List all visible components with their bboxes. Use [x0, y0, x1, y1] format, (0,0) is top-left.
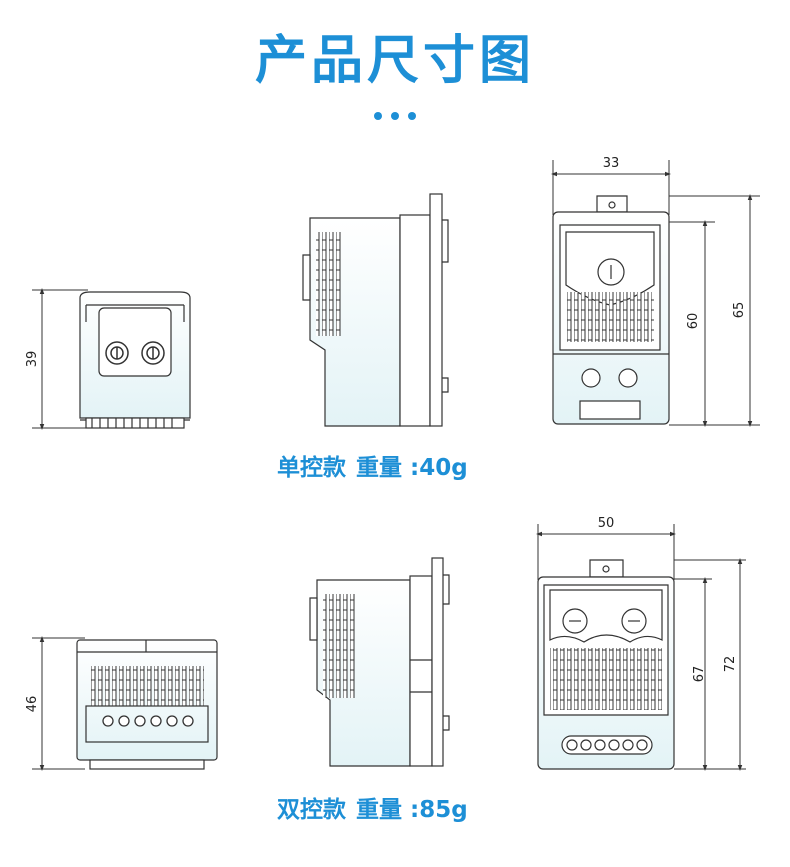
- double-control-name: 双控款: [277, 797, 346, 823]
- single-back-dim-lines: [551, 160, 760, 427]
- single-control-weight: 重量 :40g: [356, 455, 468, 481]
- single-front-dim-line: [32, 288, 88, 430]
- single-dim-width-top: 33: [603, 156, 620, 171]
- double-control-weight: 重量 :85g: [356, 797, 468, 823]
- single-dim-height-outer: 65: [732, 302, 747, 319]
- single-back-view: [552, 195, 670, 425]
- title-decoration: [372, 112, 418, 124]
- double-front-holes: [102, 715, 194, 727]
- double-back-dim-lines: [536, 524, 746, 771]
- single-front-knobs: [105, 341, 165, 365]
- double-control-caption: 双控款重量 :85g: [277, 790, 468, 824]
- double-back-holes: [566, 739, 648, 751]
- page-title: 产品尺寸图: [254, 31, 535, 91]
- double-dim-height-inner: 67: [692, 666, 707, 683]
- double-dim-height-outer: 72: [723, 656, 738, 673]
- double-back-view: [537, 559, 675, 770]
- single-side-view: [302, 193, 449, 427]
- double-dim-width-top: 50: [598, 516, 615, 531]
- single-dim-height-front: 39: [25, 351, 40, 368]
- single-control-name: 单控款: [277, 455, 346, 481]
- single-control-caption: 单控款重量 :40g: [277, 448, 468, 482]
- double-front-view: [76, 639, 218, 770]
- single-dim-height-inner: 60: [686, 313, 701, 330]
- double-side-view: [309, 557, 450, 767]
- double-front-dim-line: [32, 636, 85, 771]
- double-dim-height-front: 46: [25, 696, 40, 713]
- single-front-view: [79, 291, 191, 429]
